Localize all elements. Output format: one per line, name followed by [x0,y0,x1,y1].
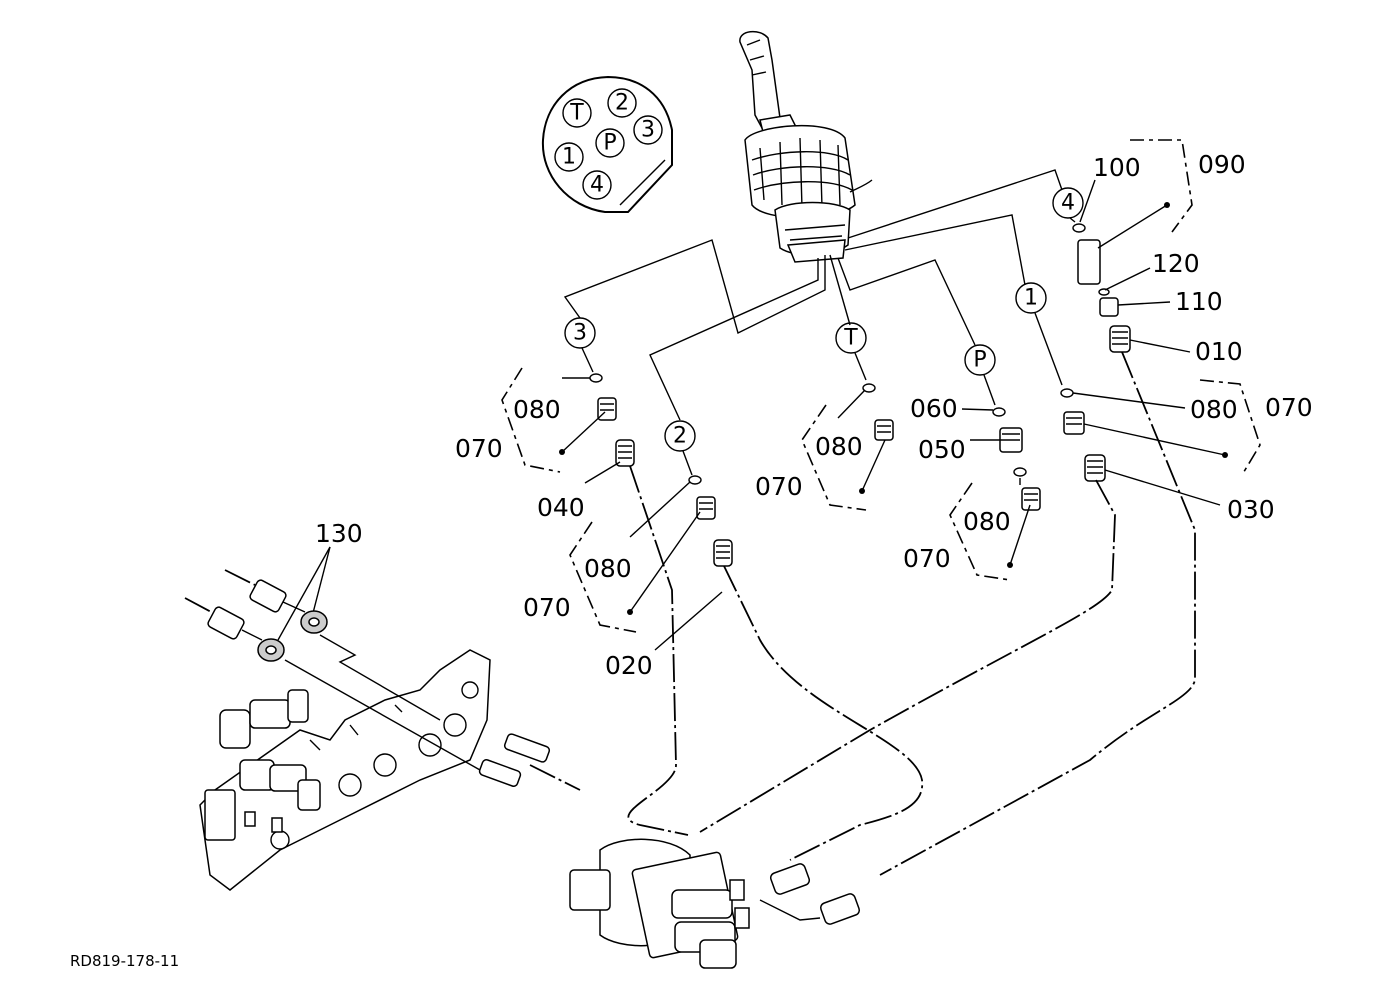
label-080-p: 080 [963,507,1011,536]
label-070-2: 070 [523,593,571,622]
control-valve-bracket [199,649,491,891]
port-map-3: 3 [641,118,655,143]
port-circle-4: 4 [1061,191,1075,216]
label-070-3: 070 [455,434,503,463]
port-map-2: 2 [615,91,629,116]
label-090: 090 [1198,150,1246,179]
port-circle-p: P [973,348,986,373]
left-hose-ends [184,569,551,787]
label-110: 110 [1175,287,1223,316]
label-070-right: 070 [1265,393,1313,422]
label-030: 030 [1227,495,1275,524]
label-130: 130 [315,519,363,548]
label-080-t: 080 [815,432,863,461]
hydraulic-manifold [569,838,861,969]
port-map-p: P [603,131,616,156]
fittings [589,223,1131,567]
label-040: 040 [537,493,585,522]
label-leaders [277,179,1226,651]
drawing-code: RD819-178-11 [70,952,179,970]
label-070-t: 070 [755,472,803,501]
label-080-2: 080 [584,554,632,583]
label-020: 020 [605,651,653,680]
hoses [529,351,1196,876]
label-010: 010 [1195,337,1243,366]
label-060: 060 [910,394,958,423]
port-map-1: 1 [562,145,576,170]
port-circles: 3 2 T P 1 4 [564,187,1084,452]
label-100: 100 [1093,153,1141,182]
part-labels: 100 090 120 110 010 080 070 030 060 050 … [315,150,1313,680]
label-080-3: 080 [513,395,561,424]
joystick-lever [739,30,873,263]
port-circle-t: T [843,326,858,351]
port-map-t: T [569,101,584,126]
label-080-right: 080 [1190,395,1238,424]
label-120: 120 [1152,249,1200,278]
port-circle-1: 1 [1024,286,1038,311]
label-070-p: 070 [903,544,951,573]
port-map-inset: T 2 3 P 1 4 [541,75,673,213]
port-circle-3: 3 [573,321,587,346]
circle-to-fitting-lines [581,217,1076,476]
label-050: 050 [918,435,966,464]
set-brackets [501,139,1261,633]
port-leader-lines [563,169,1063,421]
port-map-4: 4 [590,173,604,198]
port-circle-2: 2 [673,424,687,449]
